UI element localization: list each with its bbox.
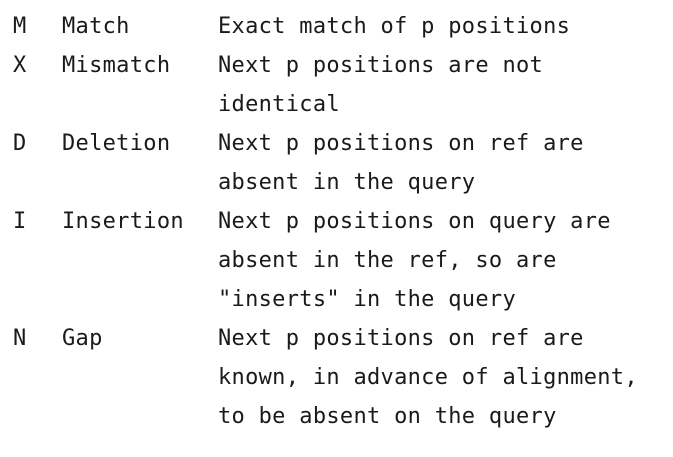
- op-code: N: [13, 326, 27, 351]
- table-row: I Insertion Next p positions on query ar…: [13, 202, 673, 319]
- op-name: Match: [62, 14, 130, 39]
- op-name: Mismatch: [62, 53, 171, 78]
- op-description: Next p positions on ref are absent in th…: [218, 131, 584, 195]
- op-description: Next p positions on ref are known, in ad…: [218, 326, 638, 429]
- op-description: Next p positions on query are absent in …: [218, 209, 611, 312]
- op-code: M: [13, 14, 27, 39]
- table-row: X Mismatch Next p positions are not iden…: [13, 46, 673, 124]
- op-description: Next p positions are not identical: [218, 53, 544, 117]
- table-row: D Deletion Next p positions on ref are a…: [13, 124, 673, 202]
- op-code: D: [13, 131, 27, 156]
- op-code: I: [13, 209, 27, 234]
- op-code: X: [13, 53, 27, 78]
- op-name: Insertion: [62, 209, 184, 234]
- alignment-ops-table: M Match Exact match of p positions X Mis…: [13, 7, 673, 436]
- op-name: Gap: [62, 326, 103, 351]
- op-description: Exact match of p positions: [218, 14, 571, 39]
- table-row: N Gap Next p positions on ref are known,…: [13, 319, 673, 436]
- table-row: M Match Exact match of p positions: [13, 7, 673, 46]
- op-name: Deletion: [62, 131, 171, 156]
